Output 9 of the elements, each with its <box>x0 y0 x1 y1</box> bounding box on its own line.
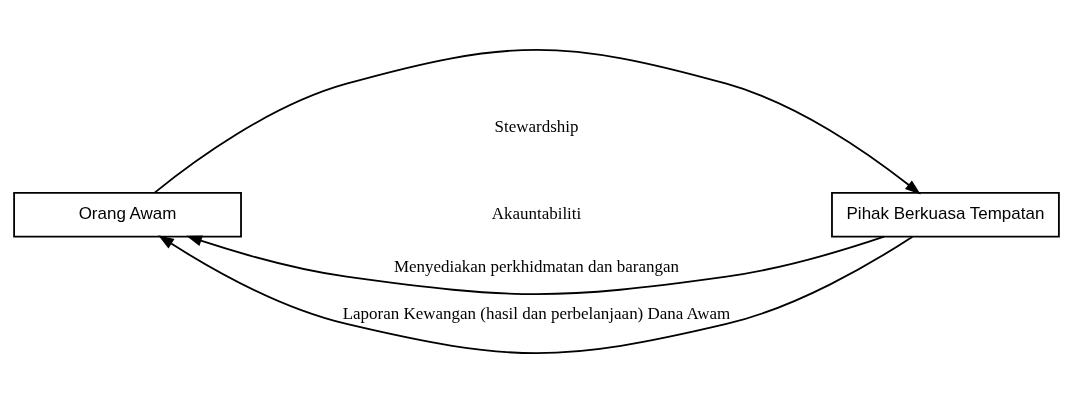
arrow <box>153 48 921 195</box>
edge-label: Laporan Kewangan (hasil dan perbelanjaan) Dana Awam <box>342 304 731 324</box>
label: Stewardship <box>494 116 579 136</box>
edge-label: Menyediakan perkhidmatan dan barangan <box>393 257 680 277</box>
arrow <box>186 235 886 296</box>
label: Akauntabiliti <box>491 204 582 224</box>
arrow <box>158 235 914 355</box>
node-box: Orang Awam <box>13 192 242 238</box>
node-box: Pihak Berkuasa Tempatan <box>831 192 1060 238</box>
